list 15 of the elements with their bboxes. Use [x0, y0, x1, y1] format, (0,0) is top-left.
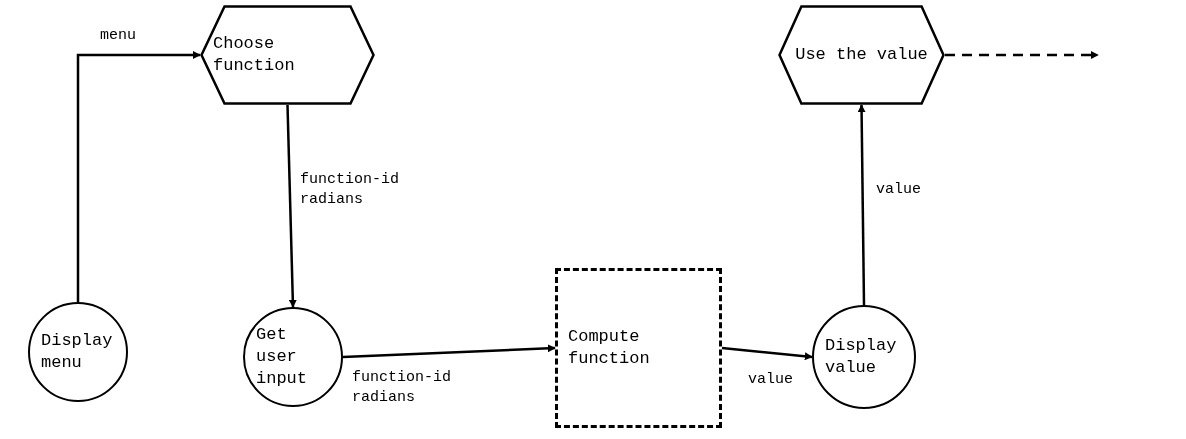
arrow: [342, 344, 556, 359]
arrow: [945, 51, 1099, 59]
hexagon-node: [200, 5, 375, 105]
node-label: Get user input: [255, 324, 308, 390]
node-label: Display menu: [40, 330, 114, 374]
node-label: Compute function: [567, 326, 651, 370]
dashed-process-box: [555, 268, 722, 428]
arrow: [857, 104, 866, 305]
node-label: Use the value: [794, 44, 929, 66]
hexagon-node: [778, 5, 945, 105]
node-label: Choose function: [212, 33, 296, 77]
node-label: Display value: [824, 335, 898, 379]
arrow: [721, 346, 813, 361]
arrow: [286, 104, 297, 308]
arrow: [76, 51, 201, 302]
